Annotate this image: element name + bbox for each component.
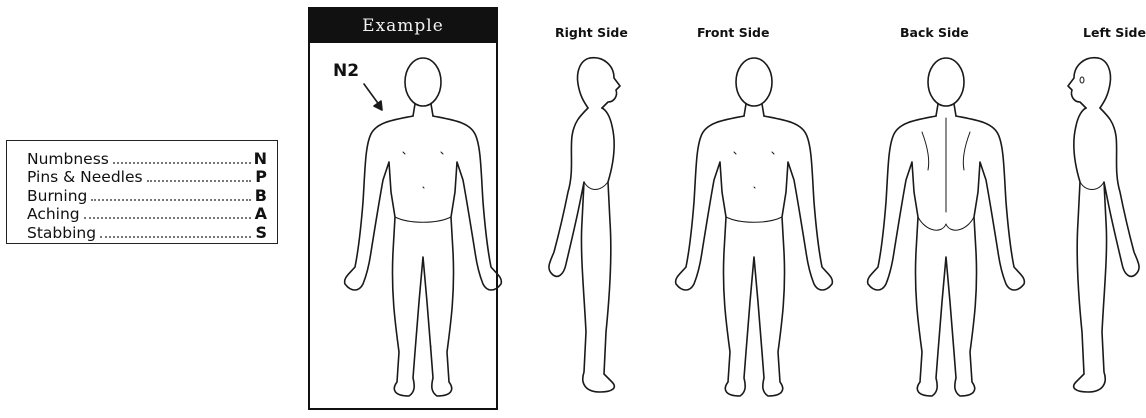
- legend-row-numbness: Numbness N: [27, 149, 267, 168]
- legend-code: A: [253, 205, 267, 223]
- body-figure-right-side: [540, 52, 650, 402]
- legend-box: Numbness N Pins & Needles P Burning B Ac…: [6, 140, 278, 244]
- legend-row-burning: Burning B: [27, 186, 267, 205]
- view-title-right: Right Side: [555, 25, 628, 40]
- example-header: Example: [310, 9, 496, 43]
- legend-code: B: [253, 187, 267, 205]
- leader-dots: [100, 236, 251, 238]
- legend-code: S: [253, 224, 267, 242]
- body-figure-back-side: [856, 52, 1036, 402]
- legend-row-stabbing: Stabbing S: [27, 223, 267, 242]
- view-title-left: Left Side: [1083, 25, 1146, 40]
- legend-label: Aching: [27, 205, 80, 223]
- leader-dots: [91, 199, 251, 201]
- body-figure-front-side: [664, 52, 844, 402]
- view-title-front: Front Side: [697, 25, 769, 40]
- leader-dots: [84, 217, 251, 219]
- legend-code: P: [253, 168, 267, 186]
- leader-dots: [147, 180, 251, 182]
- body-figure-example: [333, 52, 513, 402]
- legend-row-pins-needles: Pins & Needles P: [27, 168, 267, 187]
- legend-label: Numbness: [27, 150, 109, 168]
- legend-code: N: [253, 150, 267, 168]
- legend-label: Stabbing: [27, 224, 96, 242]
- legend-label: Burning: [27, 187, 87, 205]
- legend-label: Pins & Needles: [27, 168, 143, 186]
- view-title-back: Back Side: [900, 25, 969, 40]
- legend-row-aching: Aching A: [27, 205, 267, 224]
- leader-dots: [113, 162, 251, 164]
- body-figure-left-side: [1052, 52, 1146, 402]
